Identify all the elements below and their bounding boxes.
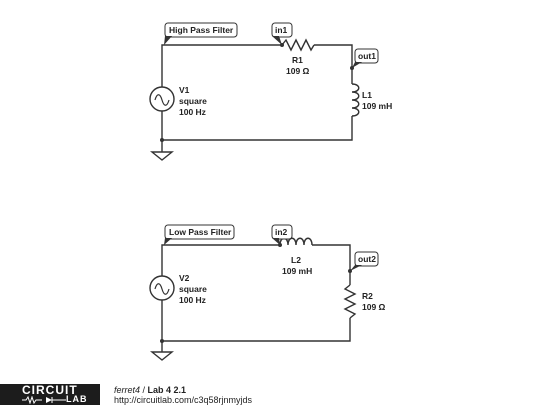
circuit-low-pass: Low Pass Filter in2 out2 L2 109 mH V2 sq…	[149, 224, 386, 361]
resistor-r2-name: R2	[362, 291, 373, 301]
inductor-l2-value: 109 mH	[282, 266, 312, 276]
circuit-title[interactable]: Lab 4 2.1	[147, 385, 187, 395]
source-v1-freq: 100 Hz	[179, 107, 206, 117]
wire-bottom-1	[162, 116, 353, 141]
resistor-r1-value: 109 Ω	[286, 66, 310, 76]
source-v1-type: square	[179, 96, 207, 106]
resistor-r1[interactable]	[281, 38, 315, 52]
source-v1-name: V1	[179, 85, 190, 95]
wire-top-left-2	[161, 244, 280, 276]
tag-out2[interactable]: out2	[350, 251, 379, 271]
junction-dot	[160, 138, 164, 142]
tag-label: out1	[358, 51, 376, 61]
tag-label: High Pass Filter	[169, 25, 234, 35]
sine-wave-icon	[154, 283, 170, 295]
logo-text-circuit: CIRCUIT	[22, 384, 78, 397]
circuit-url[interactable]: http://circuitlab.com/c3q58rjnmyjds	[114, 395, 253, 405]
source-v2-name: V2	[179, 273, 190, 283]
sine-wave-icon	[154, 94, 170, 106]
source-v2-type: square	[179, 284, 207, 294]
junction-dot	[160, 339, 164, 343]
inductor-l1-name: L1	[362, 90, 372, 100]
inductor-l1[interactable]	[351, 83, 360, 117]
tag-low-pass-filter[interactable]: Low Pass Filter	[164, 224, 235, 245]
inductor-l2-name: L2	[291, 255, 301, 265]
inductor-l1-value: 109 mH	[362, 101, 392, 111]
wire-top-left-1	[161, 44, 282, 84]
tag-in2[interactable]: in2	[271, 224, 293, 245]
wire-bottom-2	[162, 318, 351, 342]
logo-wave-icon	[22, 396, 66, 404]
wire-top-right-1	[314, 44, 353, 84]
source-v2-freq: 100 Hz	[179, 295, 206, 305]
ground-icon	[150, 351, 174, 361]
footer-credits: ferret4 / Lab 4 2.1	[114, 385, 186, 395]
resistor-r1-name: R1	[292, 55, 303, 65]
tag-label: Low Pass Filter	[169, 227, 232, 237]
wire-top-right-2	[312, 244, 351, 285]
logo-text-lab: LAB	[66, 394, 88, 404]
tag-in1[interactable]: in1	[271, 22, 293, 45]
tag-label: in1	[275, 25, 288, 35]
circuitlab-logo[interactable]: CIRCUIT LAB	[0, 384, 100, 405]
tag-high-pass-filter[interactable]: High Pass Filter	[164, 22, 238, 45]
tag-out1[interactable]: out1	[352, 48, 379, 68]
inductor-l2[interactable]	[279, 237, 313, 246]
tag-label: out2	[358, 254, 376, 264]
ground-icon	[150, 151, 174, 161]
resistor-r2[interactable]	[343, 284, 357, 319]
author-name[interactable]: ferret4	[114, 385, 141, 395]
circuit-high-pass: High Pass Filter in1 out1 R1 109 Ω V1 sq…	[149, 22, 392, 161]
tag-label: in2	[275, 227, 288, 237]
resistor-r2-value: 109 Ω	[362, 302, 386, 312]
footer	[0, 384, 540, 405]
separator: /	[140, 385, 148, 395]
